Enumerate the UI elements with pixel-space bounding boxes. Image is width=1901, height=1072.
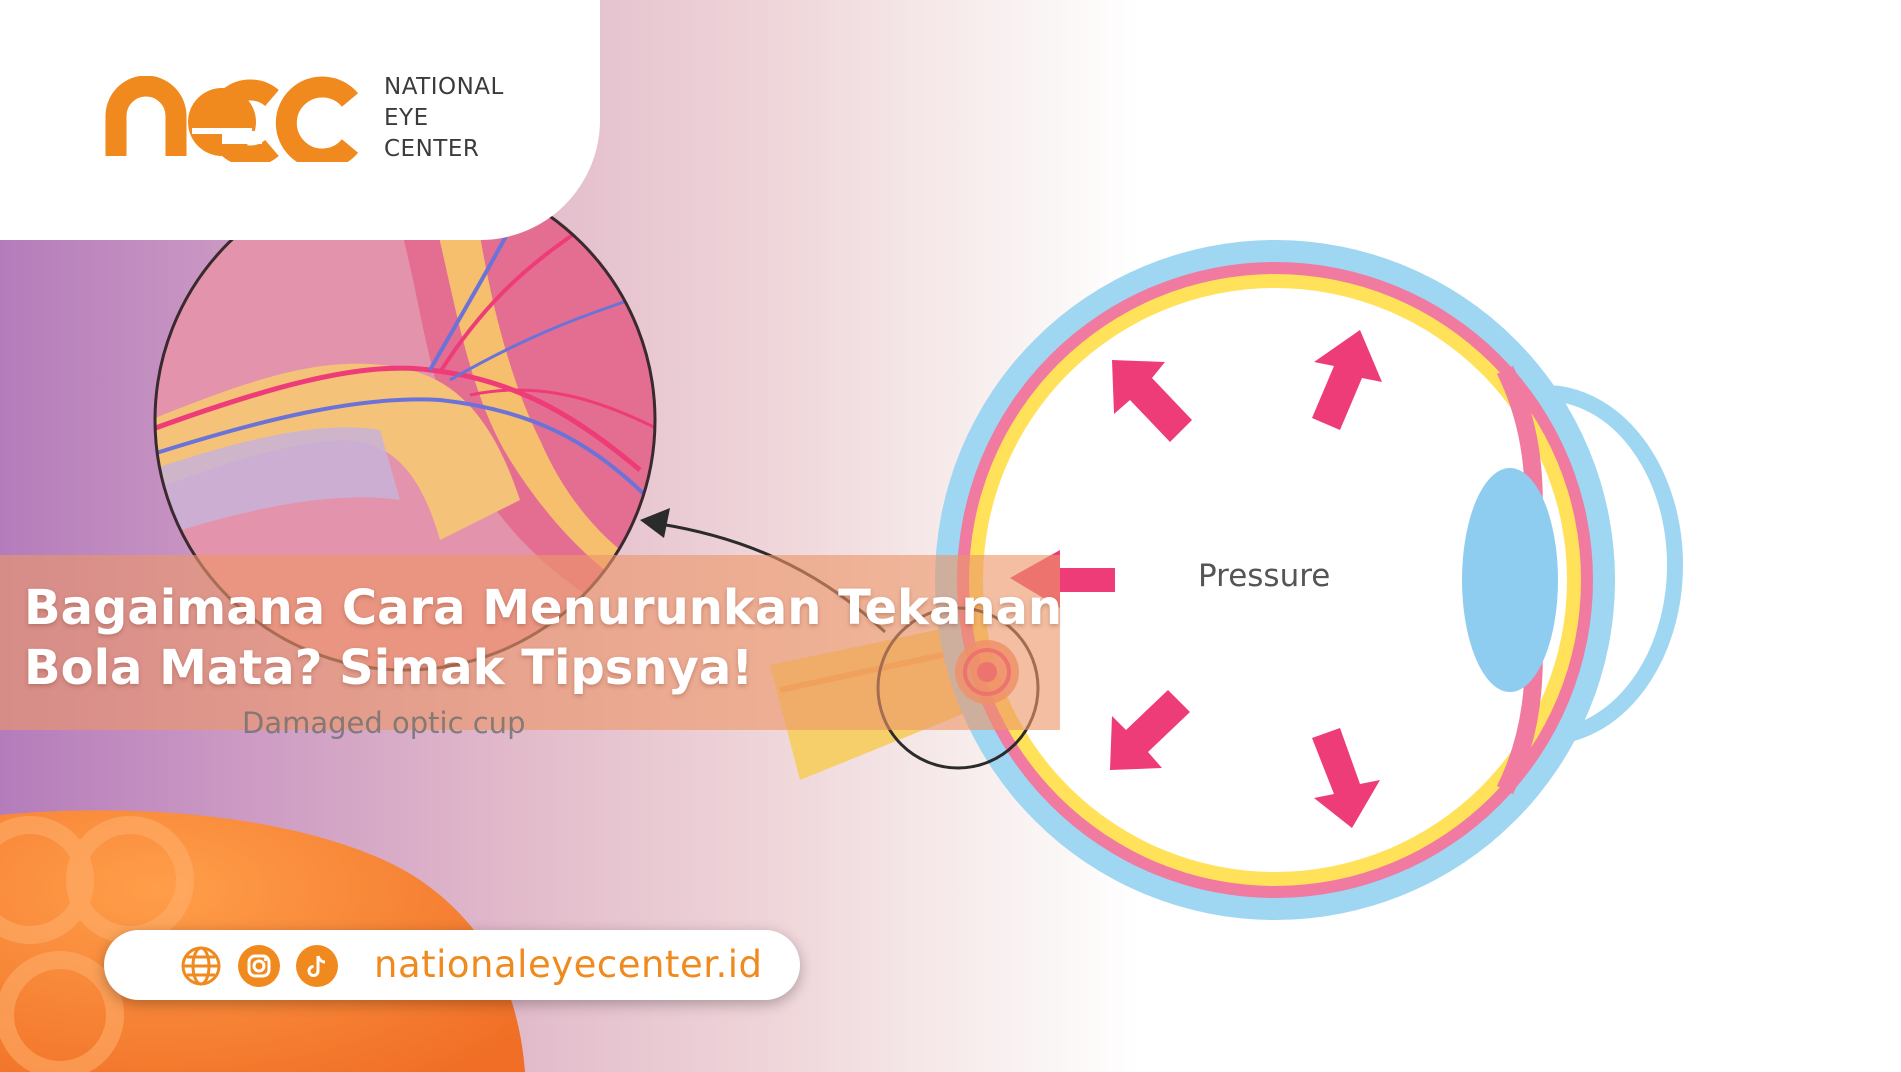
nec-logo-mark (105, 76, 359, 162)
headline-band (0, 555, 1060, 730)
arrow-down-right (1312, 728, 1380, 828)
headline-line-1: Bagaimana Cara Menurunkan Tekanan (24, 580, 1063, 636)
brand-line-2: EYE (384, 105, 429, 131)
vitreous (983, 288, 1567, 872)
footer-pill: nationaleyecenter.id (104, 930, 800, 1000)
arrow-up-right (1312, 330, 1382, 430)
headline-line-2: Bola Mata? Simak Tipsnya! (24, 640, 754, 696)
headline: Bagaimana Cara Menurunkan Tekanan Bola M… (24, 578, 1074, 698)
website-link[interactable]: nationaleyecenter.id (374, 943, 763, 986)
brand-name: NATIONAL EYE CENTER (384, 72, 504, 165)
globe-icon[interactable] (180, 945, 222, 987)
brand-line-1: NATIONAL (384, 74, 504, 100)
arrow-up-left (1112, 360, 1192, 442)
damaged-optic-cup-label: Damaged optic cup (242, 706, 526, 740)
brand-line-3: CENTER (384, 136, 480, 162)
instagram-icon[interactable] (238, 945, 280, 987)
pressure-label: Pressure (1198, 558, 1331, 594)
arrow-down-left (1110, 690, 1190, 770)
logo-panel (0, 0, 600, 240)
tiktok-icon[interactable] (296, 945, 338, 987)
lens (1462, 468, 1558, 692)
